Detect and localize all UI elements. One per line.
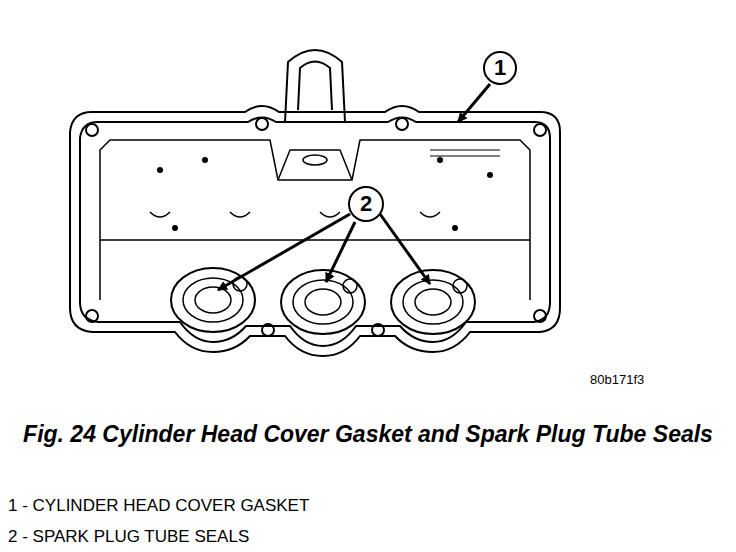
figure-code: 80b171f3 <box>590 372 644 387</box>
callout-number: 1 <box>494 57 506 79</box>
figure-caption: Fig. 24 Cylinder Head Cover Gasket and S… <box>10 418 726 451</box>
callout-circle: 2 <box>348 186 384 222</box>
callout-circle: 1 <box>483 51 517 85</box>
key-entry: 2 - SPARK PLUG TUBE SEALS <box>8 527 249 547</box>
callout-number: 2 <box>360 193 372 215</box>
key-entry: 1 - CYLINDER HEAD COVER GASKET <box>8 496 309 516</box>
